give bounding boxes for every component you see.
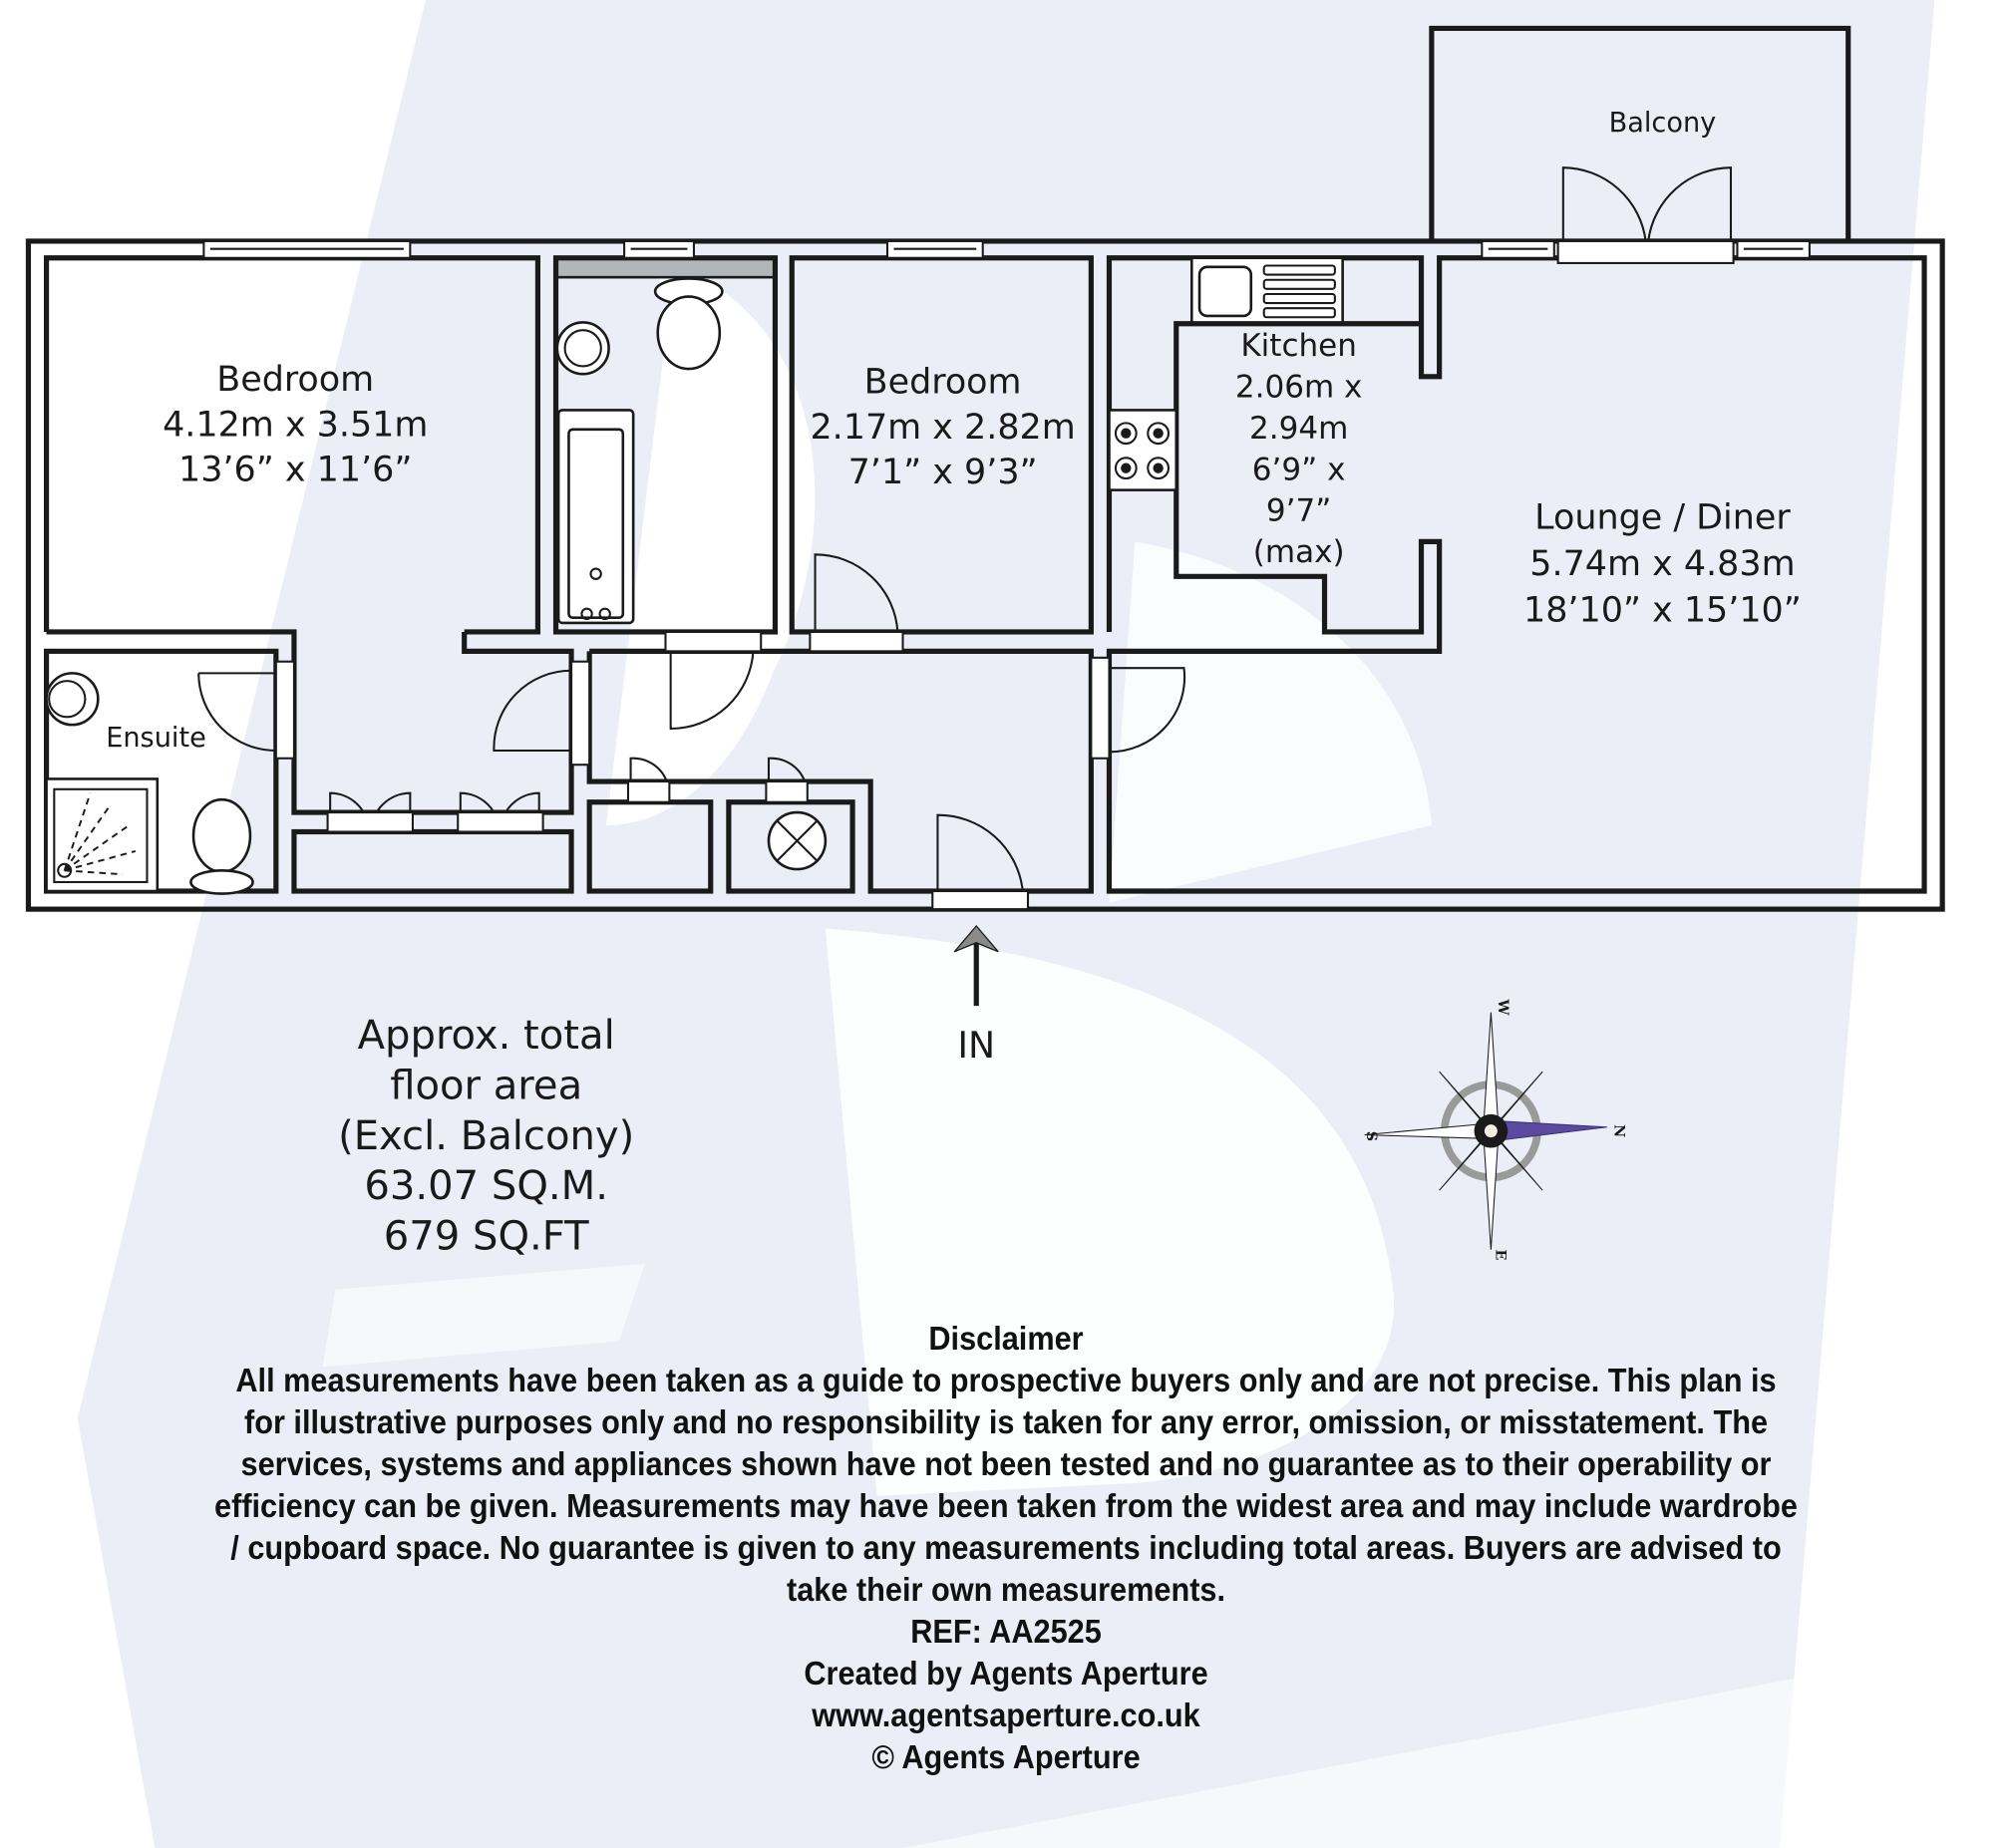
bedroom1-name: Bedroom bbox=[216, 360, 374, 400]
room-bedroom1-label: Bedroom 4.12m x 3.51m 13’6” x 11’6” bbox=[163, 360, 428, 490]
created-by: Created by Agents Aperture bbox=[804, 1655, 1208, 1692]
floor-area-line: floor area bbox=[390, 1063, 582, 1108]
kitchen-line: 6’9” x bbox=[1252, 452, 1346, 487]
watermark-logo bbox=[77, 0, 1961, 1848]
floor-area-summary: Approx. total floor area (Excl. Balcony)… bbox=[338, 1013, 634, 1260]
kitchen-line: 9’7” bbox=[1266, 493, 1331, 529]
entrance-label: IN bbox=[957, 1024, 995, 1067]
doors bbox=[197, 166, 1733, 911]
disclaimer-line: efficiency can be given. Measurements ma… bbox=[214, 1487, 1798, 1524]
balcony-wall bbox=[1429, 25, 1851, 241]
disclaimer-line: for illustrative purposes only and no re… bbox=[243, 1403, 1769, 1440]
compass-north-label: N bbox=[1611, 1124, 1627, 1137]
compass-rose-icon: N S W E bbox=[1363, 998, 1626, 1260]
kitchen-line: 2.06m x bbox=[1235, 369, 1363, 405]
bedroom1-wall-low bbox=[46, 629, 574, 815]
bathroom-shelf bbox=[555, 257, 776, 279]
ensuite-label: Ensuite bbox=[106, 723, 206, 754]
compass-west-label: W bbox=[1495, 998, 1510, 1016]
hallway-wall bbox=[586, 648, 1094, 894]
room-bedroom2-label: Bedroom 2.17m x 2.82m 7’1” x 9’3” bbox=[810, 363, 1075, 493]
lounge-name: Lounge / Diner bbox=[1534, 497, 1791, 537]
disclaimer-line: All measurements have been taken as a gu… bbox=[235, 1362, 1777, 1398]
lounge-imperial: 18’10” x 15’10” bbox=[1523, 591, 1802, 631]
fixtures bbox=[45, 256, 1344, 895]
bedroom1-wall bbox=[43, 255, 541, 635]
compass-east-label: E bbox=[1493, 1249, 1509, 1260]
kitchen-line: 2.94m bbox=[1249, 411, 1348, 447]
floor-area-line: Approx. total bbox=[358, 1013, 615, 1059]
lounge-metric: 5.74m x 4.83m bbox=[1529, 544, 1795, 584]
compass-south-label: S bbox=[1363, 1131, 1379, 1141]
kitchen-line: (max) bbox=[1253, 534, 1345, 570]
kitchen-wall bbox=[1106, 255, 1927, 894]
ensuite-wall bbox=[43, 648, 279, 894]
room-kitchen-label: Kitchen 2.06m x 2.94m 6’9” x 9’7” (max) bbox=[1235, 328, 1363, 570]
disclaimer-line: services, systems and appliances shown h… bbox=[240, 1445, 1772, 1482]
floor-area-line: (Excl. Balcony) bbox=[338, 1113, 634, 1159]
room-lounge-label: Lounge / Diner 5.74m x 4.83m 18’10” x 15… bbox=[1523, 497, 1802, 630]
bedroom2-metric: 2.17m x 2.82m bbox=[810, 408, 1075, 448]
website-link[interactable]: www.agentsaperture.co.uk bbox=[812, 1696, 1200, 1733]
floor-area-sqm: 63.07 SQ.M. bbox=[364, 1163, 608, 1209]
entrance-arrow-icon bbox=[953, 924, 999, 1007]
bedroom1-metric: 4.12m x 3.51m bbox=[163, 405, 428, 445]
floor-area-sqft: 679 SQ.FT bbox=[384, 1214, 589, 1260]
bedroom1-imperial: 13’6” x 11’6” bbox=[178, 451, 412, 490]
disclaimer-line: / cupboard space. No guarantee is given … bbox=[230, 1529, 1782, 1566]
disclaimer-block: Disclaimer All measurements have been ta… bbox=[71, 1318, 1942, 1778]
disclaimer-title: Disclaimer bbox=[928, 1320, 1084, 1357]
bedroom2-imperial: 7’1” x 9’3” bbox=[848, 453, 1038, 492]
disclaimer-line: take their own measurements. bbox=[786, 1571, 1226, 1608]
bedroom2-name: Bedroom bbox=[864, 363, 1022, 403]
kitchen-name: Kitchen bbox=[1240, 328, 1357, 364]
reference-number: REF: AA2525 bbox=[910, 1613, 1102, 1650]
windows bbox=[202, 239, 1811, 264]
copyright: © Agents Aperture bbox=[871, 1738, 1141, 1775]
balcony-label: Balcony bbox=[1609, 108, 1717, 139]
wardrobe-wall bbox=[291, 828, 574, 894]
